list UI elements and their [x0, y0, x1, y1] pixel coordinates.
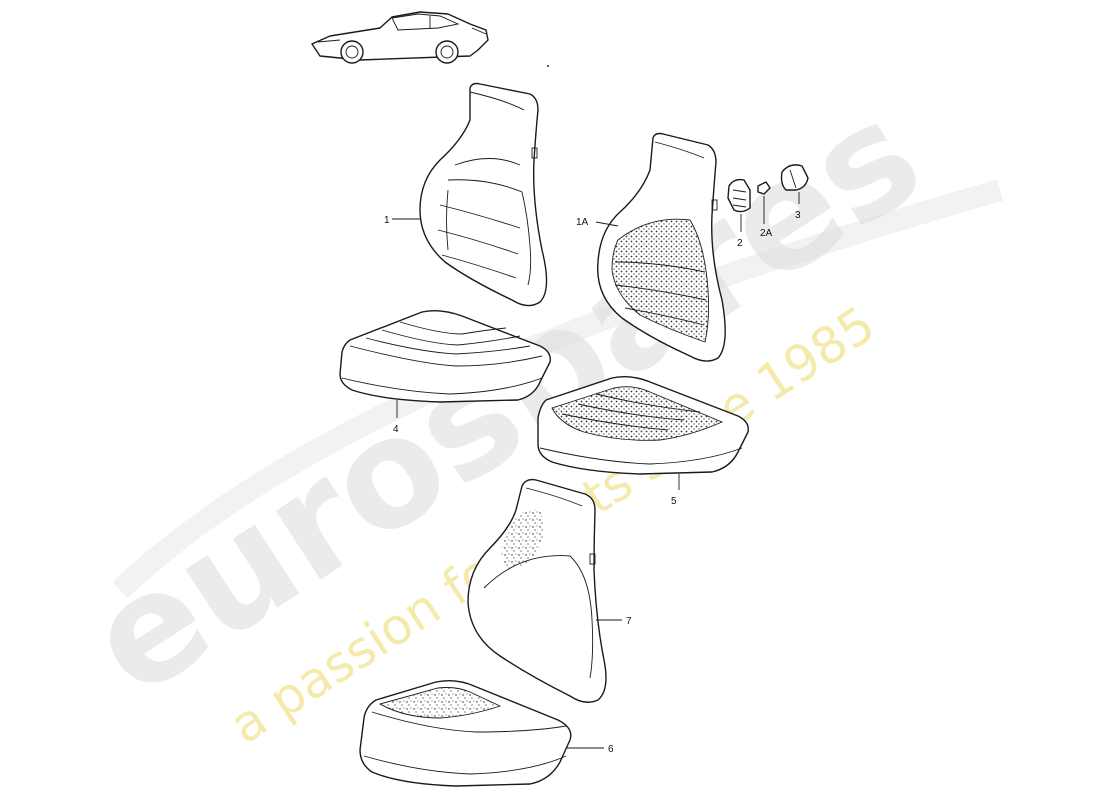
part-5-cap — [780, 164, 809, 191]
callout-label-5: 3 — [795, 210, 801, 221]
callout-5: 3 — [795, 192, 801, 221]
part-3-knob — [727, 178, 751, 213]
part-1-backrest — [419, 82, 548, 307]
part-2a-seat-cushion — [537, 375, 749, 475]
part-4-clip — [757, 181, 771, 195]
callout-3: 2 — [737, 214, 743, 249]
callout-label-3: 2 — [737, 238, 743, 249]
callout-label-4: 2A — [760, 228, 773, 239]
callout-7: 7 — [596, 616, 632, 627]
callout-6: 6 — [566, 744, 614, 755]
car-silhouette — [311, 11, 489, 64]
callout-1: 1 — [384, 215, 420, 226]
part-1a-backrest — [597, 132, 726, 362]
part-7-backrest-cover — [467, 478, 607, 703]
callout-label-6: 6 — [608, 744, 614, 755]
dot-mark — [547, 65, 549, 67]
callout-label-2: 4 — [393, 424, 399, 435]
part-6-seat-cover — [359, 679, 572, 787]
callout-4: 2A — [760, 196, 773, 239]
callout-label-1a: 1A — [576, 217, 589, 228]
callout-2a: 5 — [671, 474, 680, 507]
part-2-seat-cushion — [339, 309, 551, 403]
callout-2: 4 — [393, 400, 399, 435]
callout-label-1: 1 — [384, 215, 390, 226]
callout-label-7: 7 — [626, 616, 632, 627]
callout-label-2a: 5 — [671, 496, 677, 507]
callout-1a: 1A — [576, 217, 619, 228]
